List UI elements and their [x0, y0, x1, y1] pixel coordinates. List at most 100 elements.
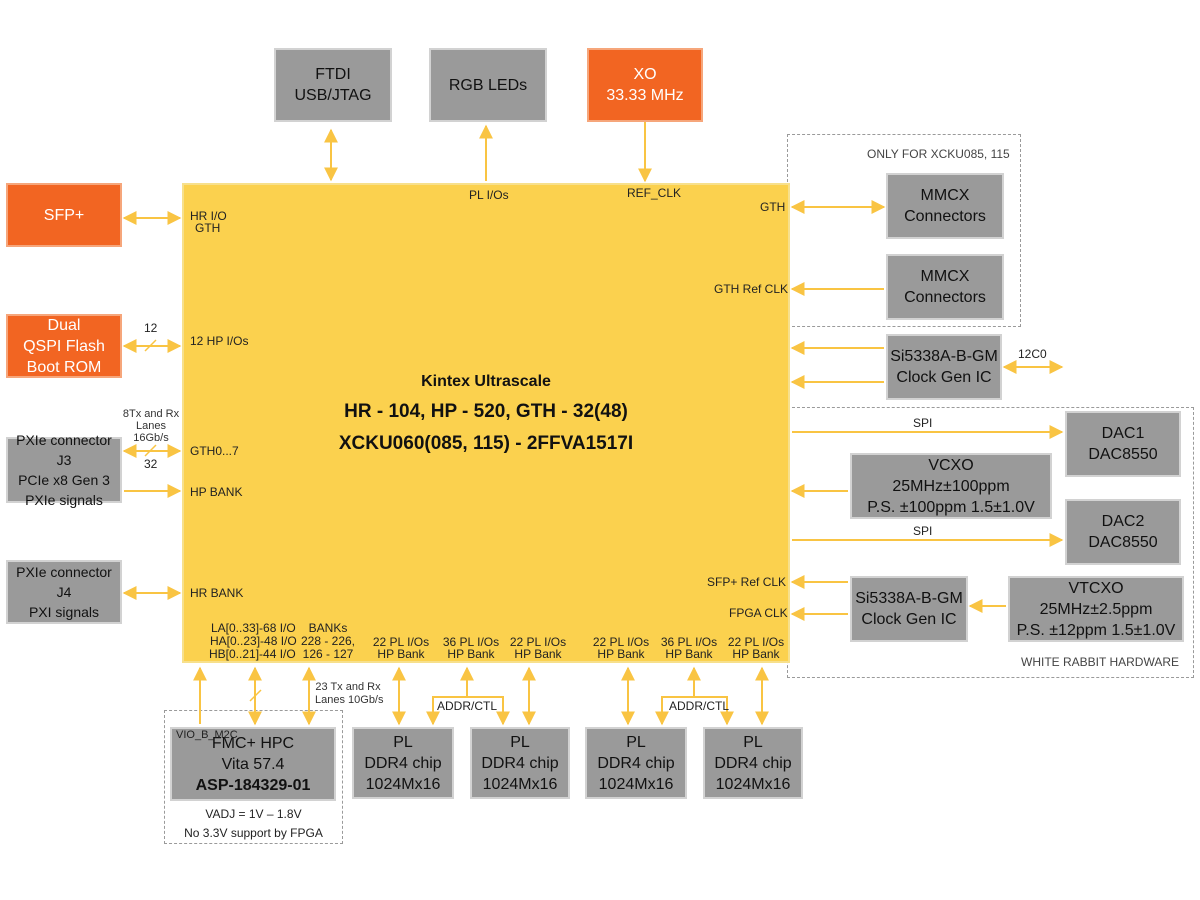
pin-hr-io: HR I/O — [190, 209, 227, 223]
pin-banks-range2: 126 - 127 — [302, 647, 354, 661]
addr-ctl-label-2: ADDR/CTL — [669, 699, 730, 713]
pin-la: LA[0..33]-68 I/O — [211, 621, 296, 635]
sfp-line1: SFP+ — [43, 206, 85, 224]
pin-ha: HA[0..23]-48 I/O — [210, 634, 297, 648]
vadj-label: VADJ = 1V – 1.8V — [205, 807, 302, 821]
pin-bank1-ios: 22 PL I/Os — [372, 635, 430, 649]
pcie-bus-slash — [144, 444, 157, 457]
pin-bank2-ios: 36 PL I/Os — [442, 635, 500, 649]
fpga-block — [182, 183, 790, 663]
si-bot-line2: Clock Gen IC — [861, 611, 957, 628]
si-top-line1: Si5338A-B-GM — [890, 348, 998, 365]
pin-bank3-type: HP Bank — [514, 647, 562, 661]
dac1-block: DAC1 DAC8550 — [1065, 411, 1181, 477]
fmc-bus-slash — [249, 689, 262, 702]
mmcx2-line1: MMCX — [920, 268, 970, 285]
i2c-label: 12C0 — [1018, 347, 1047, 361]
pxie-j3-line1: PXIe connector J3 — [16, 432, 112, 468]
pin-ref-clk: REF_CLK — [627, 186, 682, 200]
pin-bank1-type: HP Bank — [377, 647, 425, 661]
ddr4-chip-3: PL DDR4 chip 1024Mx16 — [585, 727, 687, 799]
pcie-lanes-label3: 16Gb/s — [133, 432, 169, 444]
fmc-lanes-label2: Lanes 10Gb/s — [315, 694, 384, 706]
pin-hb: HB[0..21]-44 I/O — [209, 647, 296, 661]
pin-bank4-type: HP Bank — [597, 647, 645, 661]
ftdi-line1: FTDI — [315, 66, 351, 83]
dac1-line1: DAC1 — [1101, 425, 1145, 442]
spi2-label: SPI — [913, 524, 933, 538]
pin-bank6-type: HP Bank — [732, 647, 780, 661]
rgb-leds-block: RGB LEDs — [429, 48, 547, 122]
fmc-plus-hpc-block: FMC+ HPC Vita 57.4 ASP-184329-01 — [170, 727, 336, 801]
qspi-bus-count: 12 — [144, 321, 158, 335]
mmcx-connectors-2: MMCX Connectors — [886, 254, 1004, 320]
vtcxo-line2: 25MHz±2.5ppm — [1039, 600, 1153, 618]
pin-bank6-ios: 22 PL I/Os — [727, 635, 785, 649]
mmcx1-line2: Connectors — [904, 208, 986, 225]
fpga-title-family: Kintex Ultrascale — [421, 373, 551, 390]
qspi-line3: Boot ROM — [26, 358, 102, 376]
no-33v-label: No 3.3V support by FPGA — [184, 826, 323, 840]
dac2-line2: DAC8550 — [1088, 534, 1158, 551]
ddr4-chip-4: PL DDR4 chip 1024Mx16 — [703, 727, 803, 799]
fmc-line3: ASP-184329-01 — [195, 776, 311, 794]
pcie-lanes-label1: 8Tx and Rx — [122, 408, 180, 420]
ddr1-line1: PL — [393, 733, 413, 751]
fpga-title-part: XCKU060(085, 115) - 2FFVA1517I — [338, 433, 634, 454]
pxie-j3-line3: PXIe signals — [25, 492, 103, 508]
vtcxo-line3: P.S. ±12ppm 1.5±1.0V — [1016, 621, 1176, 639]
pin-pl-ios: PL I/Os — [469, 188, 509, 202]
pin-bank3-ios: 22 PL I/Os — [509, 635, 567, 649]
ddr4-line2: DDR4 chip — [714, 754, 792, 772]
pin-gth-left: GTH — [195, 221, 221, 235]
mmcx-connectors-1: MMCX Connectors — [886, 173, 1004, 239]
mmcx1-line1: MMCX — [920, 187, 970, 204]
vcxo-line3: P.S. ±100ppm 1.5±1.0V — [867, 498, 1035, 516]
si-top-line2: Clock Gen IC — [896, 369, 992, 386]
xo-line1: XO — [633, 66, 657, 83]
pxie-j4-line1: PXIe connector J4 — [16, 564, 112, 600]
si5338-clock-gen-bottom: Si5338A-B-GM Clock Gen IC — [850, 576, 968, 642]
pcie-lanes-label2: Lanes — [136, 420, 166, 432]
pin-fpga-clk: FPGA CLK — [729, 606, 788, 620]
pin-bank2-type: HP Bank — [447, 647, 495, 661]
vtcxo-line1: VTCXO — [1068, 579, 1124, 597]
qspi-flash-block: Dual QSPI Flash Boot ROM — [6, 314, 122, 378]
vio-b-m2c-label: VIO_B_M2C — [176, 729, 238, 741]
pin-12-hp-ios: 12 HP I/Os — [190, 334, 249, 348]
pxie-j3-line2: PCIe x8 Gen 3 — [18, 472, 110, 488]
pin-gth0-7: GTH0...7 — [190, 444, 239, 458]
ftdi-usb-jtag-block: FTDI USB/JTAG — [274, 48, 392, 122]
mmcx2-line2: Connectors — [904, 289, 986, 306]
ddr3-line3: 1024Mx16 — [598, 775, 674, 793]
ddr3-line1: PL — [626, 733, 646, 751]
ddr1-line3: 1024Mx16 — [365, 775, 441, 793]
pin-sfp-ref-clk: SFP+ Ref CLK — [707, 575, 787, 589]
pin-hp-bank: HP BANK — [190, 485, 243, 499]
fmc-lanes-label1: 23 Tx and Rx — [315, 681, 381, 693]
dac2-line1: DAC2 — [1101, 513, 1145, 530]
pxie-j4-line2: PXI signals — [28, 604, 100, 620]
dac2-block: DAC2 DAC8550 — [1065, 499, 1181, 565]
dac1-line2: DAC8550 — [1088, 446, 1158, 463]
fmc-line2: Vita 57.4 — [221, 755, 285, 773]
xo-oscillator-block: XO 33.33 MHz — [587, 48, 703, 122]
ddr2-line3: 1024Mx16 — [482, 775, 558, 793]
addr-ctl-label-1: ADDR/CTL — [437, 699, 498, 713]
pin-bank4-ios: 22 PL I/Os — [592, 635, 650, 649]
ddr4-chip-2: PL DDR4 chip 1024Mx16 — [470, 727, 570, 799]
fpga-title-resources: HR - 104, HP - 520, GTH - 32(48) — [344, 401, 628, 422]
vcxo-line2: 25MHz±100ppm — [892, 477, 1010, 495]
vtcxo-block: VTCXO 25MHz±2.5ppm P.S. ±12ppm 1.5±1.0V — [1008, 576, 1184, 642]
pin-banks-range1: 228 - 226, — [300, 634, 356, 648]
fmc-line1: FMC+ HPC — [211, 734, 295, 752]
pxie-j4-block: PXIe connector J4 PXI signals — [6, 560, 122, 624]
pin-gth-right: GTH — [760, 200, 786, 214]
spi1-label: SPI — [913, 416, 933, 430]
xo-line2: 33.33 MHz — [606, 87, 684, 104]
pin-bank5-type: HP Bank — [665, 647, 713, 661]
qspi-bus-slash — [144, 339, 157, 352]
si-bot-line1: Si5338A-B-GM — [855, 590, 963, 607]
ddr4-line1: PL — [743, 733, 763, 751]
